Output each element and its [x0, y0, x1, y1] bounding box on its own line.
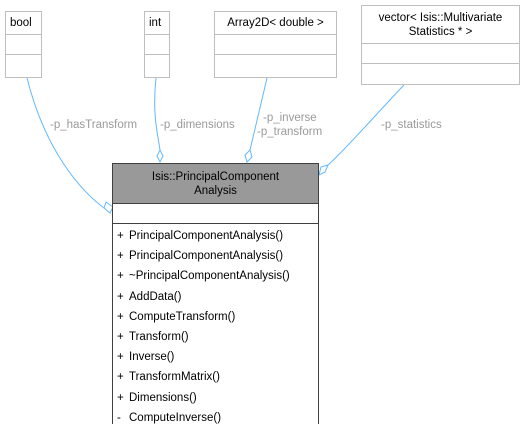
operation-visibility: + [117, 250, 124, 263]
edge-label-inverse: -p_inverse [263, 112, 317, 124]
operation-item[interactable]: + Inverse() [113, 347, 318, 367]
main-class-title-line1: Isis::PrincipalComponent [151, 171, 280, 183]
edge-array2d [249, 77, 268, 151]
operation-name: PrincipalComponentAnalysis() [129, 230, 284, 242]
operation-item[interactable]: + TransformMatrix() [113, 367, 318, 387]
operation-visibility: + [117, 230, 124, 242]
class-box-bool-title: bool [10, 17, 32, 29]
class-box-int-title: int [149, 17, 162, 29]
edge-has-transform [26, 77, 105, 209]
operation-name: Inverse() [129, 351, 175, 364]
operation-name: ComputeInverse() [129, 411, 222, 424]
operation-item[interactable]: + ComputeTransform() [113, 307, 318, 327]
class-box-bool-ops [6, 54, 41, 76]
diamond-statistics [318, 164, 329, 176]
class-box-principal-component-analysis[interactable]: Isis::PrincipalComponent Analysis +Princ… [112, 163, 319, 429]
class-box-array2d-ops [215, 54, 336, 76]
operation-visibility: + [117, 351, 124, 364]
operation-visibility: + [117, 331, 124, 344]
class-box-vector-title-line1: vector< Isis::Multivariate [378, 12, 503, 24]
class-box-array2d-title: Array2D< double > [227, 17, 324, 29]
operation-name: AddData() [129, 290, 182, 303]
edge-statistics [327, 84, 405, 166]
edge-dimensions [154, 77, 161, 151]
operation-visibility: + [117, 391, 124, 404]
operation-item[interactable]: + Dimensions() [113, 388, 318, 408]
class-box-bool-attrs [6, 34, 41, 54]
operation-item[interactable]: + PrincipalComponentAnalysis() [113, 246, 318, 266]
operation-visibility: + [117, 290, 124, 303]
operation-name: ComputeTransform() [129, 310, 236, 323]
operation-visibility: + [117, 371, 124, 384]
diamond-array2d [244, 149, 253, 163]
operation-item[interactable]: + AddData() [113, 287, 318, 307]
operation-visibility: + [117, 270, 124, 283]
operation-name: TransformMatrix() [129, 371, 220, 384]
class-box-vector-attrs [362, 43, 519, 63]
class-box-int-attrs [145, 34, 169, 54]
operation-visibility: - [117, 411, 121, 424]
class-box-array2d-attrs [215, 34, 336, 54]
edge-label-has-transform: -p_hasTransform [50, 119, 138, 131]
class-box-vector-ops [362, 63, 519, 83]
class-box-vector[interactable]: vector< Isis::Multivariate Statistics * … [361, 5, 520, 85]
operation-name: Dimensions() [129, 391, 197, 404]
edge-label-transform: -p_transform [257, 126, 323, 138]
class-box-bool[interactable]: bool [5, 11, 42, 78]
operation-item[interactable]: + PrincipalComponentAnalysis() [113, 226, 318, 246]
main-class-attributes [113, 203, 318, 223]
class-box-int-ops [145, 54, 169, 76]
main-class-title-line2: Analysis [194, 185, 237, 197]
class-box-vector-title-line2: Statistics * > [408, 26, 473, 38]
edge-label-statistics: -p_statistics [381, 119, 442, 131]
operation-item[interactable]: + ~PrincipalComponentAnalysis() [113, 266, 318, 286]
main-class-operations: + PrincipalComponentAnalysis() + Principal… [113, 223, 318, 429]
class-box-int[interactable]: int [144, 11, 170, 78]
operation-item[interactable]: + Transform() [113, 327, 318, 347]
operation-name: Transform() [129, 331, 189, 344]
class-box-vector-title: vector< Isis::Multivariate Statistics * … [362, 6, 519, 43]
diamond-dimensions [156, 148, 164, 164]
edge-label-dimensions: -p_dimensions [160, 119, 235, 131]
operation-item[interactable]: -ComputeInverse() [113, 408, 318, 428]
operation-name: ~PrincipalComponentAnalysis() [129, 270, 290, 283]
class-box-array2d[interactable]: Array2D< double > [214, 11, 337, 78]
operation-name: PrincipalComponentAnalysis() [129, 250, 284, 263]
operation-visibility: + [117, 310, 124, 323]
main-class-title: Isis::PrincipalComponent Analysis [113, 164, 318, 203]
